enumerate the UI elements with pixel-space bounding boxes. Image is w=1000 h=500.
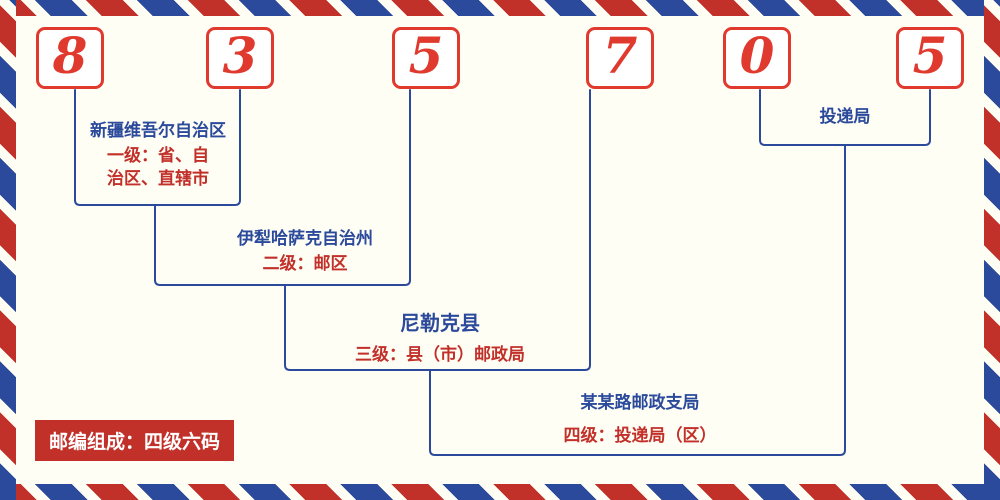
level1-region-name: 新疆维吾尔自治区 [90, 121, 226, 141]
airmail-border-bottom [0, 484, 1000, 500]
level3-description: 三级：县（市）邮政局 [355, 345, 525, 365]
level1-bracket [74, 89, 241, 206]
delivery-office-text: 投递局 [819, 107, 871, 127]
digit-box-5: 0 [723, 27, 791, 89]
digit-2: 3 [222, 26, 258, 85]
airmail-border-left [0, 0, 16, 500]
level2-bracket [154, 89, 411, 286]
digit-box-2: 3 [206, 27, 274, 89]
level4-region-name: 某某路邮政支局 [580, 393, 700, 413]
footer-note: 邮编组成：四级六码 [35, 420, 235, 461]
level2-label: 伊犁哈萨克自治州 二级：邮区 [195, 228, 415, 276]
digit-box-4: 7 [586, 27, 654, 89]
level4-label: 某某路邮政支局 四级：投递局（区） [520, 392, 760, 448]
digit-box-3: 5 [392, 27, 460, 89]
delivery-office-label: 投递局 [770, 106, 920, 129]
digit-box-1: 8 [36, 27, 104, 89]
level1-label: 新疆维吾尔自治区 一级：省、自治区、直辖市 [60, 120, 256, 191]
airmail-border-top [0, 0, 1000, 16]
level2-description: 二级：邮区 [262, 254, 348, 274]
level2-region-name: 伊犁哈萨克自治州 [237, 229, 373, 249]
level1-description: 一级：省、自治区、直辖市 [107, 146, 209, 189]
airmail-border-right [984, 0, 1000, 500]
digit-6: 5 [912, 26, 948, 85]
digit-box-6: 5 [896, 27, 964, 89]
level3-bracket [284, 89, 591, 371]
level3-region-name: 尼勒克县 [400, 311, 480, 335]
level3-label: 尼勒克县 三级：县（市）邮政局 [330, 310, 550, 367]
digit-4: 7 [602, 26, 638, 85]
level4-bracket [429, 144, 846, 456]
delivery-bracket [759, 89, 931, 146]
digit-1: 8 [52, 26, 88, 85]
digit-3: 5 [408, 26, 444, 85]
digit-5: 0 [739, 26, 775, 85]
level4-description: 四级：投递局（区） [563, 426, 717, 446]
